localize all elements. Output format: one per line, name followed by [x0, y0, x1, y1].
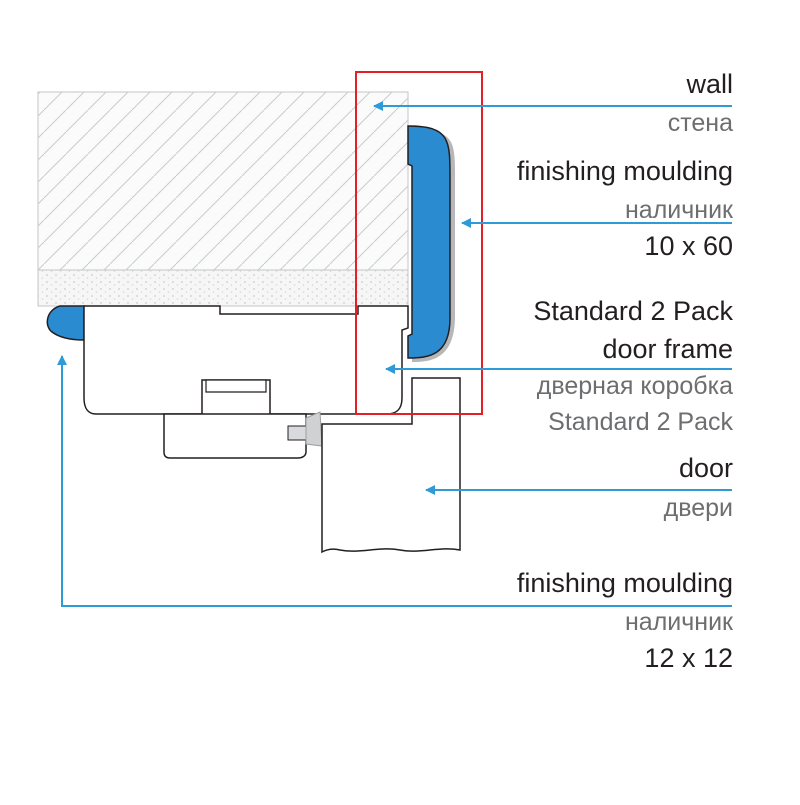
wall-hatch — [38, 92, 408, 270]
moulding-large — [407, 125, 455, 362]
label-door-ru: двери — [664, 494, 733, 522]
label-door-en: door — [679, 453, 733, 483]
highlight-box — [355, 71, 483, 415]
label-moulding-small-size: 12 x 12 — [644, 643, 733, 673]
door-frame-body — [83, 305, 409, 415]
label-moulding-small-ru: наличник — [625, 608, 734, 636]
label-door-frame-en-1: Standard 2 Pack — [533, 296, 733, 326]
wall-section — [37, 91, 409, 307]
door-leaf-body — [321, 377, 461, 554]
moulding-small — [46, 305, 85, 341]
plaster-grain — [38, 270, 408, 306]
moulding-large-body — [407, 125, 451, 359]
leader-moulding-small — [57, 355, 732, 607]
labels: wall стена finishing moulding наличник 1… — [517, 69, 734, 673]
label-wall-ru: стена — [668, 109, 733, 137]
label-door-frame-ru-1: дверная коробка — [537, 372, 733, 400]
label-door-frame-ru-2: Standard 2 Pack — [548, 408, 733, 436]
label-door-frame-en-2: door frame — [602, 334, 733, 364]
door-stop — [163, 413, 307, 459]
label-wall-en: wall — [685, 69, 733, 99]
label-moulding-large-ru: наличник — [625, 196, 734, 224]
door-leaf — [321, 377, 461, 554]
label-moulding-large-en: finishing moulding — [517, 156, 733, 186]
label-moulding-small-en: finishing moulding — [517, 568, 733, 598]
door-seal-lip — [305, 411, 323, 447]
door-frame-tongue — [205, 379, 267, 393]
leader-lines — [57, 101, 732, 607]
label-moulding-large-size: 10 x 60 — [644, 231, 733, 261]
